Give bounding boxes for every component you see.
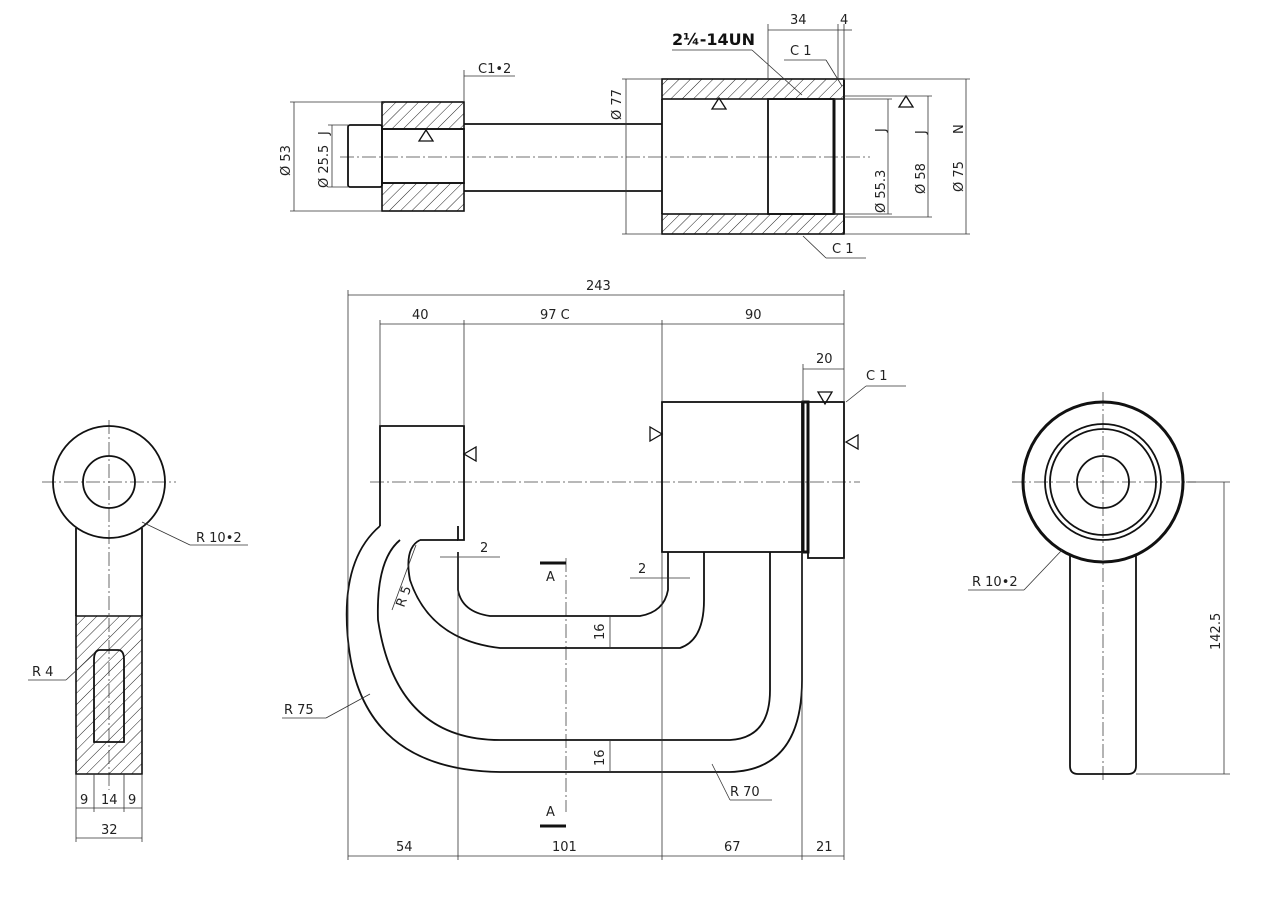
section-a-top-label: A (546, 570, 555, 585)
dim-101-label: 101 (552, 840, 577, 855)
dim-16-top-label: 16 (593, 623, 608, 640)
dia-53-label: Ø 53 (279, 145, 294, 176)
dim-4-label: 4 (840, 13, 848, 28)
section-a-bottom-label: A (546, 805, 555, 820)
dia-25-5-label: Ø 25.5 (317, 145, 332, 188)
chamfer-c1x2-label: C1•2 (478, 62, 511, 77)
left-radius-10-2-label: R 10•2 (196, 531, 242, 546)
dim-97c-label: 97 C (540, 308, 570, 323)
dim-9a-label: 9 (80, 793, 88, 808)
dia-75-label: Ø 75 (952, 161, 967, 192)
dia-55-3-label: Ø 55.3 (874, 170, 889, 213)
dia-58-label: Ø 58 (914, 163, 929, 194)
top-view: C1•2 34 4 2¼-14UN C 1 C 1 Ø 53 Ø 25.5 J (279, 13, 970, 259)
dim-20-label: 20 (816, 352, 833, 367)
dim-14-label: 14 (101, 793, 118, 808)
right-radius-10-2-label: R 10•2 (972, 575, 1018, 590)
front-view: 243 40 97 C 90 20 C 1 2 2 R 5 A A 16 (282, 279, 906, 860)
radius-4-label: R 4 (32, 665, 53, 680)
dim-2-left-label: 2 (480, 541, 488, 556)
chamfer-c1-front-label: C 1 (866, 369, 887, 384)
dim-2-right-label: 2 (638, 562, 646, 577)
fit-j-1-label: J (874, 128, 889, 133)
radius-75-label: R 75 (284, 703, 314, 718)
dim-16-bottom-label: 16 (593, 749, 608, 766)
dim-67-label: 67 (724, 840, 741, 855)
dim-243-label: 243 (586, 279, 611, 294)
thread-callout-label: 2¼-14UN (672, 30, 755, 49)
chamfer-c1-top-label: C 1 (790, 44, 811, 59)
dim-32-label: 32 (101, 823, 118, 838)
dim-90-label: 90 (745, 308, 762, 323)
dim-142-5-label: 142.5 (1209, 613, 1224, 650)
dia-77-label: Ø 77 (610, 89, 625, 120)
radius-70-label: R 70 (730, 785, 760, 800)
chamfer-c1-bottom-label: C 1 (832, 242, 853, 257)
dim-9b-label: 9 (128, 793, 136, 808)
right-view: R 10•2 142.5 (968, 392, 1230, 780)
dim-40-label: 40 (412, 308, 429, 323)
left-view: R 10•2 R 4 9 14 9 32 (28, 420, 248, 842)
fit-j-left-label: J (317, 131, 332, 136)
dim-34-label: 34 (790, 13, 807, 28)
fit-j-2-label: J (914, 130, 929, 135)
dim-21-label: 21 (816, 840, 833, 855)
fit-n-label: N (952, 124, 967, 134)
dim-54-label: 54 (396, 840, 413, 855)
